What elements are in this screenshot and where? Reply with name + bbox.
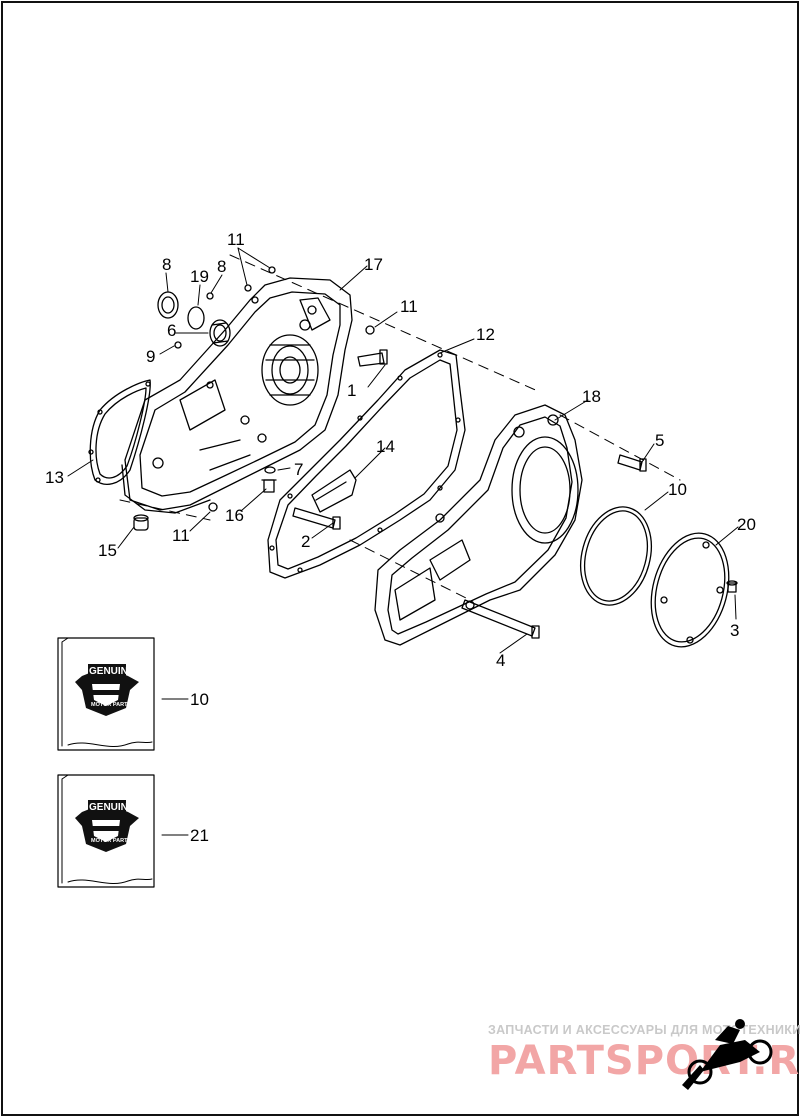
inner-primary-housing-17: [121, 277, 353, 514]
callout-11c: 11: [172, 526, 190, 545]
harley-bar-shield-logo: GENUINE MOTOR PARTS: [75, 664, 139, 716]
dowels-9: [174, 292, 214, 349]
callout-18: 18: [582, 387, 601, 406]
bearing-6: [209, 319, 231, 347]
harley-bar-shield-logo: GENUINE MOTOR PARTS: [75, 800, 139, 852]
motorcycle-rider-icon: [682, 1019, 773, 1090]
callout-5: 5: [655, 431, 664, 450]
plug-16: [261, 479, 277, 493]
washer-7: [264, 466, 276, 474]
callout-21: 21: [190, 826, 209, 845]
leader-lines: [67, 247, 739, 836]
callout-7: 7: [294, 460, 303, 479]
callout-12: 12: [476, 325, 495, 344]
callout-17: 17: [364, 255, 383, 274]
alignment-lines: [119, 254, 681, 601]
callout-1: 1: [347, 381, 356, 400]
badge-genuine-text: GENUINE: [89, 666, 135, 677]
parts-kit-box-21: GENUINE MOTOR PARTS: [57, 774, 155, 888]
badge-genuine-text: GENUINE: [89, 802, 135, 813]
callout-20: 20: [737, 515, 756, 534]
callout-11a: 11: [227, 230, 245, 249]
callout-2: 2: [301, 532, 310, 551]
callout-3: 3: [730, 621, 739, 640]
o-ring-10: [580, 506, 652, 606]
screw-3: [726, 580, 738, 593]
callout-8: 8: [162, 255, 171, 274]
badge-motor-parts-text: MOTOR PARTS: [91, 838, 131, 844]
watermark-tagline: ЗАПЧАСТИ И АКСЕССУАРЫ ДЛЯ МОТОТЕХНИКИ: [488, 1023, 800, 1037]
parts-kit-box-10: GENUINE MOTOR PARTS: [57, 637, 155, 751]
outer-primary-cover-18: [374, 404, 583, 646]
callout-4: 4: [496, 651, 505, 670]
callout-13: 13: [45, 468, 64, 487]
callout-10a: 10: [668, 480, 687, 499]
dowels-11: [208, 266, 375, 512]
callout-9b: 9: [146, 347, 155, 366]
dowel-15: [133, 514, 149, 531]
bolt-4: [461, 599, 540, 639]
callout-labels: 11 8 19 8 17 11 6 12 9 1 18 5 14 7 13 10…: [45, 230, 756, 845]
seal-8: [157, 291, 179, 319]
watermark: ЗАПЧАСТИ И АКСЕССУАРЫ ДЛЯ МОТОТЕХНИКИ PA…: [488, 1019, 800, 1090]
callout-15: 15: [98, 541, 117, 560]
callout-6: 6: [167, 321, 176, 340]
badge-motor-parts-text: MOTOR PARTS: [91, 702, 131, 708]
callout-9a: 8: [217, 257, 226, 276]
callout-11b: 11: [400, 297, 418, 316]
derby-cover-20: [650, 532, 730, 648]
gasket-12: [267, 349, 466, 579]
callout-10b: 10: [190, 690, 209, 709]
callout-19: 19: [190, 267, 209, 286]
retaining-ring-19: [187, 306, 205, 330]
callout-16: 16: [225, 506, 244, 525]
bolt-2: [292, 507, 341, 530]
bolt-1: [357, 349, 388, 367]
bracket-14: [311, 469, 357, 513]
gasket-13: [88, 379, 151, 485]
callout-14: 14: [376, 437, 395, 456]
